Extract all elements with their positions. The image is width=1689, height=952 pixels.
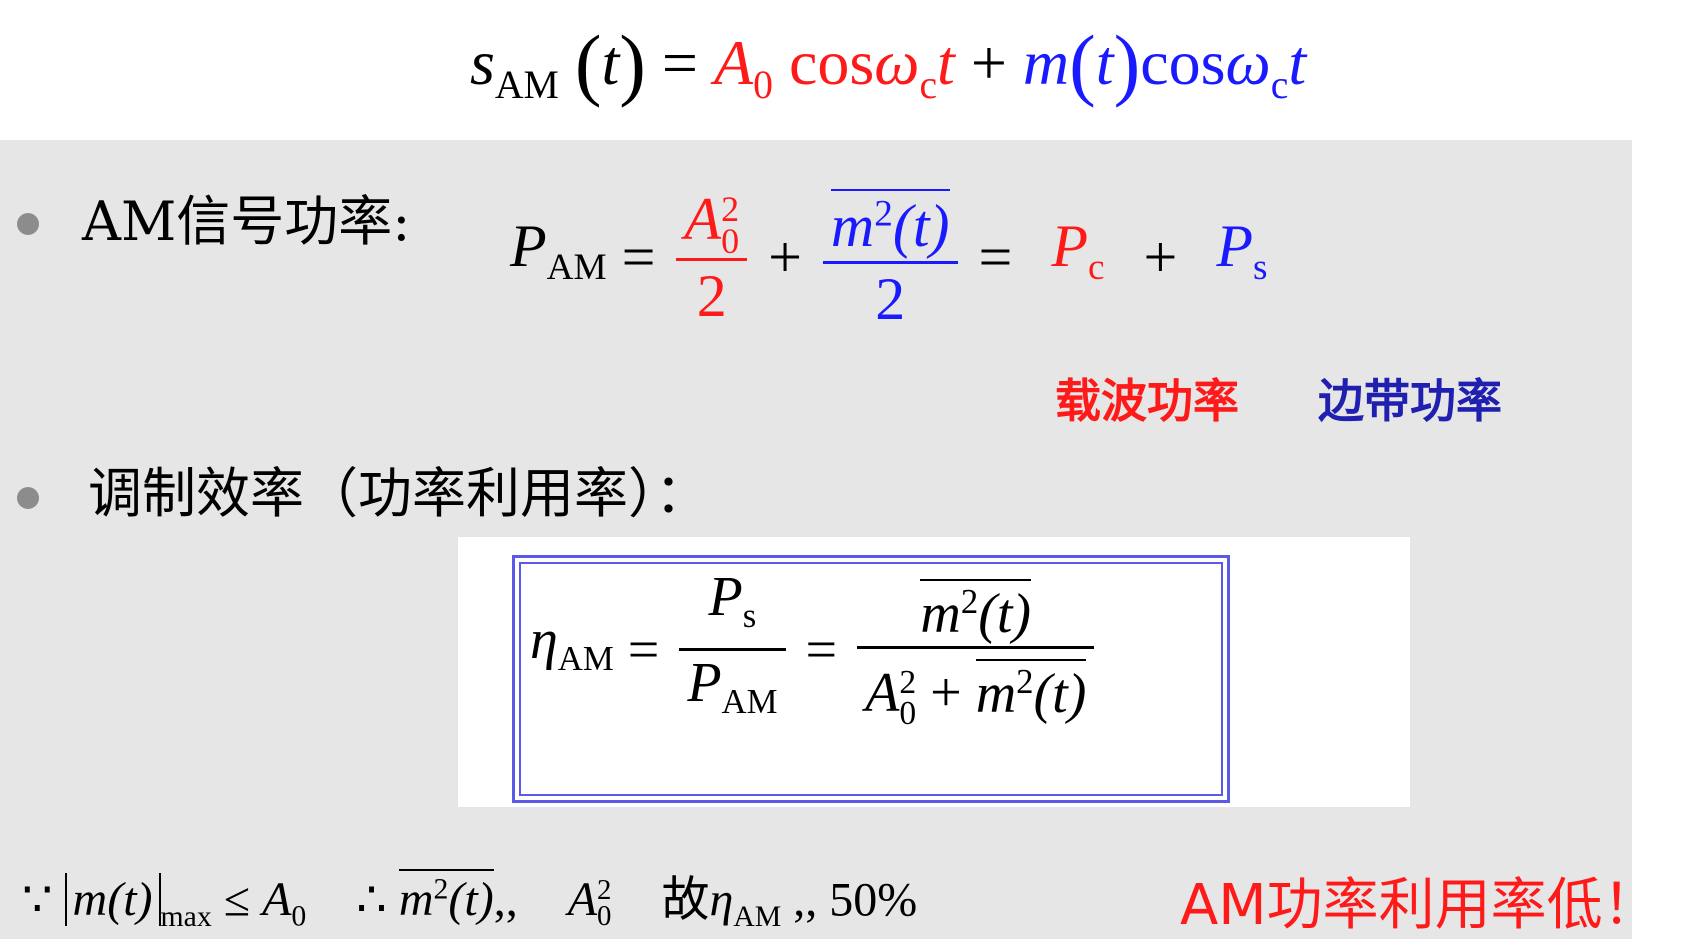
abs-m-t: m(t) <box>64 873 161 927</box>
carrier-power-label: 载波功率 <box>1055 374 1239 428</box>
message-t: t <box>1095 27 1114 98</box>
cos-2: cos <box>1140 27 1226 98</box>
sideband-power-label: 边带功率 <box>1318 374 1502 428</box>
eff-equals-2: = <box>805 618 838 681</box>
separator-2: ,, <box>793 873 818 927</box>
p-c: Pc <box>1051 213 1105 289</box>
eta-bottom-subscript: AM <box>733 899 782 933</box>
a0-bottom: A0 <box>262 873 307 933</box>
top-formula: sAM (t) = A0 cosωct + m(t)cosωct <box>470 18 1306 130</box>
le-symbol: ≤ <box>223 873 251 927</box>
t-2: t <box>1288 27 1307 98</box>
omega-2: ω <box>1225 27 1271 98</box>
because-symbol: ∵ <box>22 873 53 927</box>
cos-1: cos <box>788 27 875 98</box>
plus-sign: + <box>970 27 1007 98</box>
omega-1-subscript: c <box>919 62 938 107</box>
bullet-dot-1 <box>17 213 39 235</box>
eta-am: ηAM <box>530 609 614 679</box>
heading-am-power: AM信号功率: <box>82 190 411 253</box>
formula-t: t <box>601 27 620 98</box>
sideband-fraction: m2(t) 2 <box>822 180 958 334</box>
bullet-dot-2 <box>17 487 39 509</box>
therefore-symbol: ∴ <box>356 873 387 927</box>
equals-sign: = <box>661 27 698 98</box>
equals-2: = <box>978 224 1013 291</box>
efficiency-box-background <box>458 537 1410 807</box>
carrier-term: A0 cosωct <box>714 27 955 107</box>
omega-1: ω <box>874 27 920 98</box>
eta-bottom: η <box>709 873 734 927</box>
message-m: m <box>1022 27 1070 98</box>
eff-equals-1: = <box>627 618 660 681</box>
carrier-amplitude: A <box>714 27 754 98</box>
omega-2-subscript: c <box>1270 62 1289 107</box>
p-am: PAM <box>510 213 607 289</box>
mean-m-squared: m2(t) <box>398 869 494 927</box>
plus-1: + <box>768 224 802 291</box>
formula-s: s <box>470 27 495 98</box>
ps-over-pam-fraction: Ps PAM <box>679 565 786 734</box>
t-1: t <box>937 27 955 98</box>
paren-open: ( <box>574 20 602 109</box>
efficiency-formula-box <box>512 555 1230 803</box>
carrier-amplitude-subscript: 0 <box>753 62 773 107</box>
message-term: m(t)cosωct <box>1022 20 1307 109</box>
paren-close: ) <box>619 20 646 109</box>
plus-2: + <box>1143 224 1178 291</box>
gu-char: 故 <box>661 873 710 927</box>
conclusion-text: AM功率利用率低！ <box>1180 873 1659 938</box>
formula-s-subscript: AM <box>494 62 559 107</box>
equals-1: = <box>621 224 656 291</box>
p-s: Ps <box>1216 213 1268 289</box>
separator-1: ,, <box>493 873 518 927</box>
max-subscript: max <box>160 899 212 933</box>
heading-efficiency: 调制效率（功率利用率）： <box>88 462 709 525</box>
fifty-percent: 50% <box>829 873 918 927</box>
